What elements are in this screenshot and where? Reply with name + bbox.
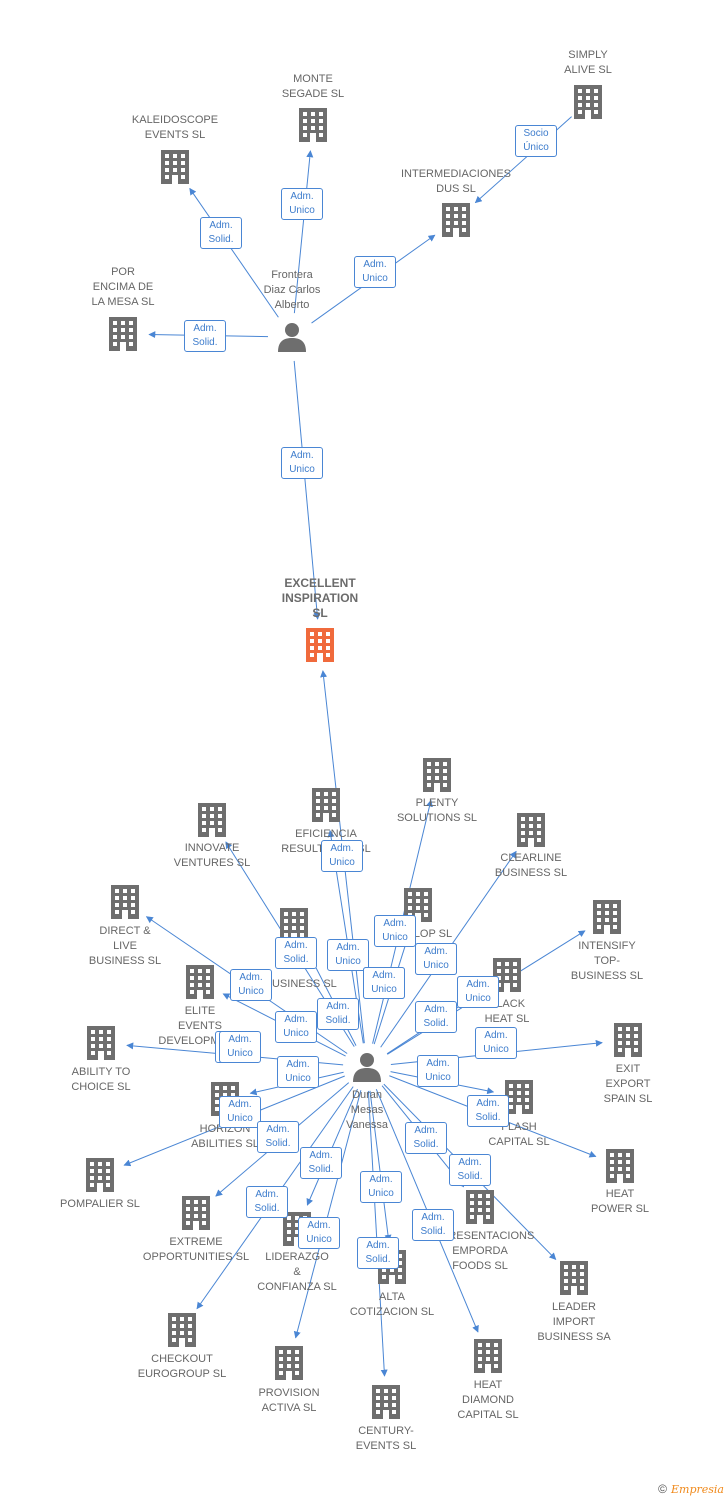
eficiencia-building-icon[interactable]	[312, 788, 340, 822]
node-label-direct[interactable]: DIRECT & LIVE BUSINESS SL	[88, 925, 162, 967]
edge-label-duran-heatdiamond[interactable]: Adm. Solid.	[275, 937, 317, 969]
edge-label-duran-plenty[interactable]: Adm. Unico	[374, 915, 416, 947]
century-building-icon[interactable]	[372, 1385, 400, 1419]
heatpower-building-icon[interactable]	[606, 1149, 634, 1183]
edge-duran-century	[367, 1090, 388, 1377]
intermed-building-icon[interactable]	[442, 203, 470, 237]
edge-label-duran-excellent[interactable]: Adm. Unico	[321, 840, 363, 872]
brand-name: mpresia	[679, 1483, 724, 1496]
node-label-intermed[interactable]: INTERMEDIACIONES DUS SL	[400, 168, 511, 195]
edge-label-duran-pompalier[interactable]: Adm. Solid.	[467, 1095, 509, 1127]
node-label-pompalier[interactable]: POMPALIER SL	[60, 1198, 140, 1210]
leader-building-icon[interactable]	[560, 1261, 588, 1295]
node-label-provision[interactable]: PROVISION ACTIVA SL	[258, 1387, 320, 1414]
edge-frontera-kaleido	[189, 187, 279, 318]
edge-duran-provision	[293, 1090, 362, 1339]
edge-label-duran-develop[interactable]: Adm. Unico	[457, 976, 499, 1008]
node-label-liderazgo[interactable]: LIDERAZGO & CONFIANZA SL	[257, 1251, 337, 1293]
extreme-building-icon[interactable]	[182, 1196, 210, 1230]
brand-initial: E	[671, 1483, 680, 1496]
direct-building-icon[interactable]	[111, 885, 139, 919]
edge-label-duran-eficiencia[interactable]: Adm. Unico	[327, 939, 369, 971]
checkout-building-icon[interactable]	[168, 1313, 196, 1347]
edge-label-duran-elite[interactable]: Adm. Unico	[415, 943, 457, 975]
node-label-innovate[interactable]: INNOVATE VENTURES SL	[173, 842, 251, 869]
node-label-clearline[interactable]: CLEARLINE BUSINESS SL	[494, 852, 568, 879]
plenty-building-icon[interactable]	[423, 758, 451, 792]
excellent-building-icon[interactable]	[306, 628, 334, 662]
edge-label-duran-direct[interactable]: Adm. Solid.	[317, 998, 359, 1030]
porencima-building-icon[interactable]	[109, 317, 137, 351]
intensify-building-icon[interactable]	[593, 900, 621, 934]
node-label-plenty[interactable]: PLENTY SOLUTIONS SL	[396, 797, 478, 824]
flash-building-icon[interactable]	[505, 1080, 533, 1114]
edge-label-duran-heatpower[interactable]: Adm. Solid.	[300, 1147, 342, 1179]
pompalier-building-icon[interactable]	[86, 1158, 114, 1192]
provision-building-icon[interactable]	[275, 1346, 303, 1380]
simply-building-icon[interactable]	[574, 85, 602, 119]
exit-building-icon[interactable]	[614, 1023, 642, 1057]
edge-label-frontera-monte[interactable]: Adm. Unico	[281, 188, 323, 220]
edge-duran-alta	[369, 1090, 392, 1242]
edge-label-duran-intensify[interactable]: Adm. Unico	[230, 969, 272, 1001]
node-label-representacions[interactable]: REPRESENTACIONS EMPORDA FOODS SL	[425, 1230, 535, 1272]
node-label-century[interactable]: CENTURY- EVENTS SL	[355, 1425, 417, 1452]
heatdiamond-building-icon[interactable]	[474, 1339, 502, 1373]
edge-frontera-excellent	[293, 360, 321, 620]
edge-label-duran-horizon[interactable]: Adm. Unico	[417, 1055, 459, 1087]
node-label-kaleido[interactable]: KALEIDOSCOPE EVENTS SL	[131, 114, 219, 141]
edge-label-duran-extreme[interactable]: Adm. Solid.	[246, 1186, 288, 1218]
elite-building-icon[interactable]	[186, 965, 214, 999]
edge-label-duran-provision[interactable]: Adm. Solid.	[405, 1122, 447, 1154]
edge-label-frontera-intermed[interactable]: Adm. Unico	[354, 256, 396, 288]
node-label-leader[interactable]: LEADER IMPORT BUSINESS SA	[537, 1301, 611, 1343]
node-label-checkout[interactable]: CHECKOUT EUROGROUP SL	[137, 1353, 227, 1380]
edge-label-duran-flash[interactable]: Adm. Solid.	[257, 1121, 299, 1153]
node-label-develop[interactable]: DEVELOP SL	[383, 928, 453, 940]
ability-building-icon[interactable]	[87, 1026, 115, 1060]
edge-label-duran-exit[interactable]: Adm. Unico	[219, 1096, 261, 1128]
node-label-porencima[interactable]: POR ENCIMA DE LA MESA SL	[91, 266, 155, 308]
node-label-extreme[interactable]: EXTREME OPPORTUNITIES SL	[142, 1236, 250, 1263]
monte-building-icon[interactable]	[299, 108, 327, 142]
node-label-ability[interactable]: ABILITY TO CHOICE SL	[71, 1066, 131, 1093]
edge-label-frontera-kaleido[interactable]: Adm. Solid.	[200, 217, 242, 249]
node-label-frontera[interactable]: Frontera Diaz Carlos Alberto	[263, 269, 321, 311]
edge-label-duran-checkout[interactable]: Adm. Solid.	[357, 1237, 399, 1269]
edge-label-duran-representacions[interactable]: Adm. Unico	[360, 1171, 402, 1203]
node-label-monte[interactable]: MONTE SEGADE SL	[281, 73, 345, 100]
copyright-symbol: ©	[658, 1482, 667, 1496]
node-label-alta[interactable]: ALTA COTIZACION SL	[349, 1291, 435, 1318]
edge-label-duran-wbusiness[interactable]: Adm. Solid.	[415, 1001, 457, 1033]
edge-label-duran-blackheat[interactable]: Adm. Unico	[363, 967, 405, 999]
edge-label-simply-intermed[interactable]: Socio Único	[515, 125, 557, 157]
edge-label-frontera-porencima[interactable]: Adm. Solid.	[184, 320, 226, 352]
node-label-intensify[interactable]: INTENSIFY TOP- BUSINESS SL	[570, 940, 644, 982]
edge-label-duran-century[interactable]: Adm. Unico	[275, 1011, 317, 1043]
node-label-duran[interactable]: Duran Mesas Vanessa	[346, 1089, 388, 1131]
edge-label-duran-liderazgo[interactable]: Adm. Solid.	[449, 1154, 491, 1186]
brand-footer: © Empresia	[658, 1482, 724, 1496]
innovate-building-icon[interactable]	[198, 803, 226, 837]
edge-label-frontera-excellent[interactable]: Adm. Unico	[281, 447, 323, 479]
kaleido-building-icon[interactable]	[161, 150, 189, 184]
node-label-excellent[interactable]: EXCELLENT INSPIRATION SL	[281, 576, 359, 620]
edge-frontera-monte	[293, 150, 314, 314]
edge-label-duran-ability[interactable]: Adm. Unico	[475, 1027, 517, 1059]
frontera-person-icon[interactable]	[278, 323, 306, 352]
node-label-heatdiamond[interactable]: HEAT DIAMOND CAPITAL SL	[457, 1379, 519, 1421]
node-label-flash[interactable]: FLASH CAPITAL SL	[488, 1121, 550, 1148]
clearline-building-icon[interactable]	[517, 813, 545, 847]
edge-label-duran-wbusiness[interactable]: Adm. Unico	[219, 1031, 261, 1063]
node-label-heatpower[interactable]: HEAT POWER SL	[590, 1188, 650, 1215]
duran-person-icon[interactable]	[353, 1053, 381, 1082]
edge-label-duran-alta[interactable]: Adm. Solid.	[412, 1209, 454, 1241]
node-label-exit[interactable]: EXIT EXPORT SPAIN SL	[603, 1063, 653, 1105]
edge-label-duran-leader[interactable]: Adm. Unico	[298, 1217, 340, 1249]
edge-label-duran-elite[interactable]: Adm. Unico	[277, 1056, 319, 1088]
node-label-simply[interactable]: SIMPLY ALIVE SL	[564, 49, 612, 76]
representacions-building-icon[interactable]	[466, 1190, 494, 1224]
